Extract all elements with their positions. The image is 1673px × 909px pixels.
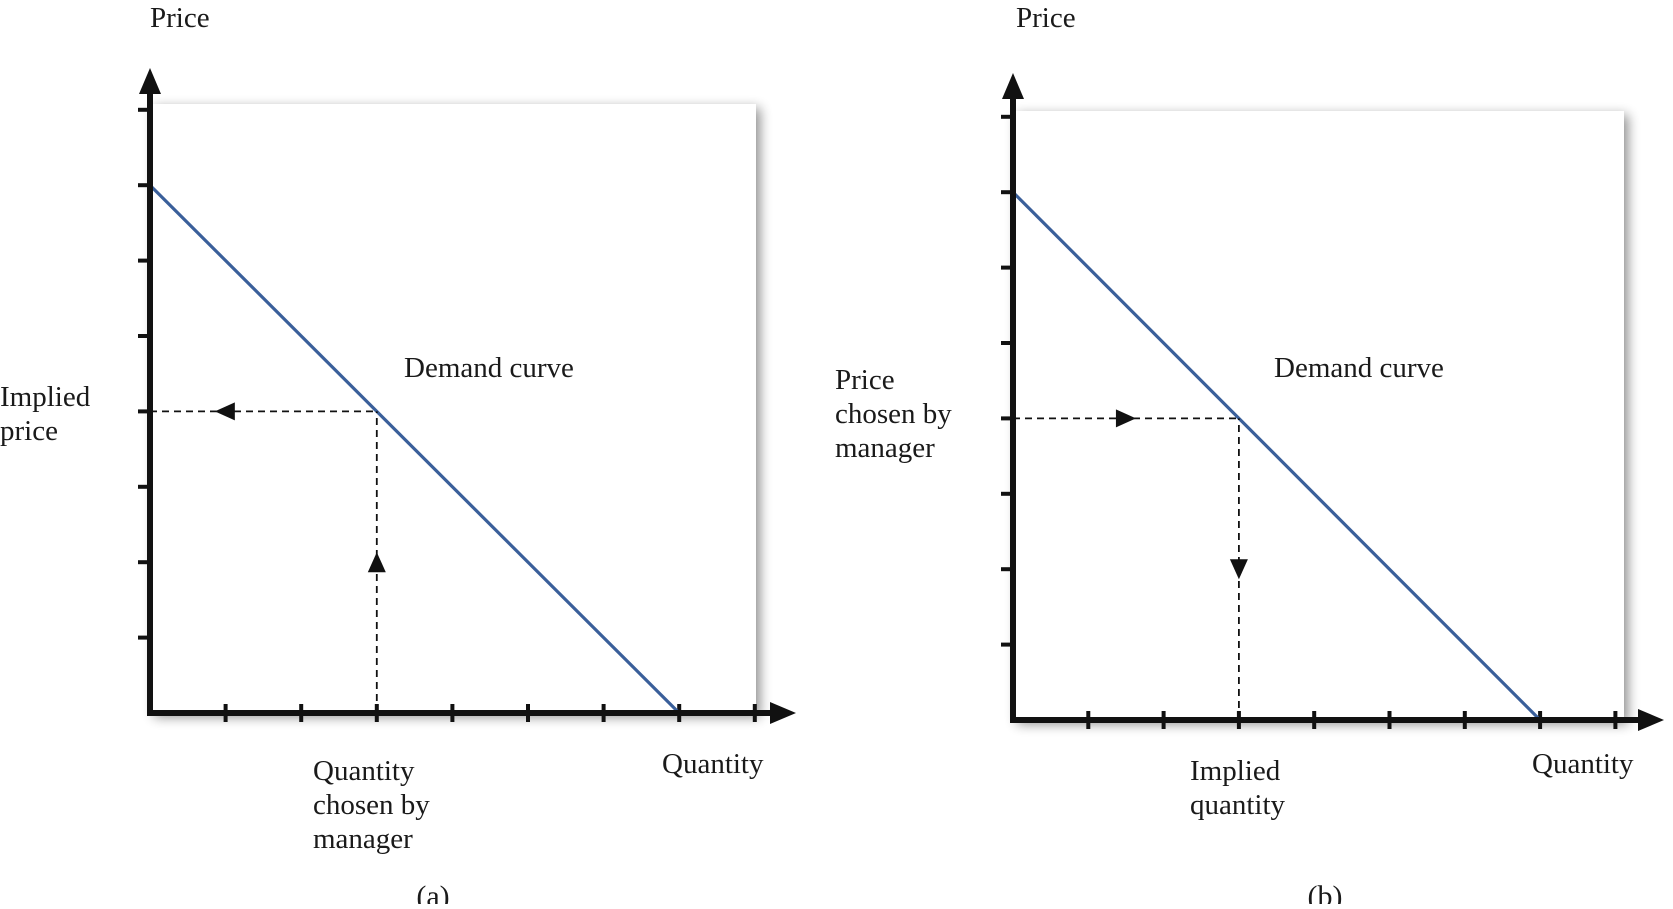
x-axis-arrowhead (770, 702, 796, 724)
demand-curve-line (1011, 191, 1542, 722)
axes (1002, 73, 1664, 731)
quantity-annotation: Implied quantity (1190, 755, 1287, 821)
price-annotation-line: Implied (0, 381, 91, 413)
horizontal-arrowhead (1115, 409, 1136, 428)
price-annotation: Implied price (0, 381, 97, 447)
plot-area (150, 104, 756, 713)
x-axis-title: Quantity (1532, 748, 1634, 780)
quantity-annotation-line: Quantity (313, 755, 415, 787)
panel-b: Price Quantity Demand curve Price chosen… (835, 2, 1664, 909)
panel-label: (a) (416, 880, 449, 904)
curve-label: Demand curve (404, 352, 574, 384)
price-annotation-line: price (0, 415, 58, 447)
quantity-annotation: Quantity chosen by manager (313, 755, 437, 855)
quantity-annotation-line: manager (313, 823, 413, 855)
horizontal-arrowhead (214, 402, 235, 421)
demand-curve-line (148, 184, 681, 715)
y-axis-title: Price (1016, 2, 1076, 34)
y-axis-arrowhead (139, 68, 161, 94)
y-axis-arrowhead (1002, 73, 1024, 99)
quantity-annotation-line: chosen by (313, 789, 430, 821)
vertical-arrowhead (367, 552, 386, 573)
price-annotation-line: Price (835, 364, 895, 396)
x-axis-title: Quantity (662, 748, 764, 780)
panel-label: (b) (1308, 880, 1343, 904)
y-axis-title: Price (150, 2, 210, 34)
vertical-arrowhead (1229, 559, 1248, 580)
quantity-annotation-line: Implied (1190, 755, 1281, 787)
curve-label: Demand curve (1274, 352, 1444, 384)
price-annotation-line: manager (835, 432, 935, 464)
quantity-annotation-line: quantity (1190, 789, 1286, 821)
price-annotation: Price chosen by manager (835, 364, 959, 464)
axes (139, 68, 796, 724)
panel-a: Price Quantity Demand curve Implied pric… (0, 2, 796, 909)
plot-area (1013, 111, 1624, 720)
x-axis-arrowhead (1638, 709, 1664, 731)
price-annotation-line: chosen by (835, 398, 952, 430)
